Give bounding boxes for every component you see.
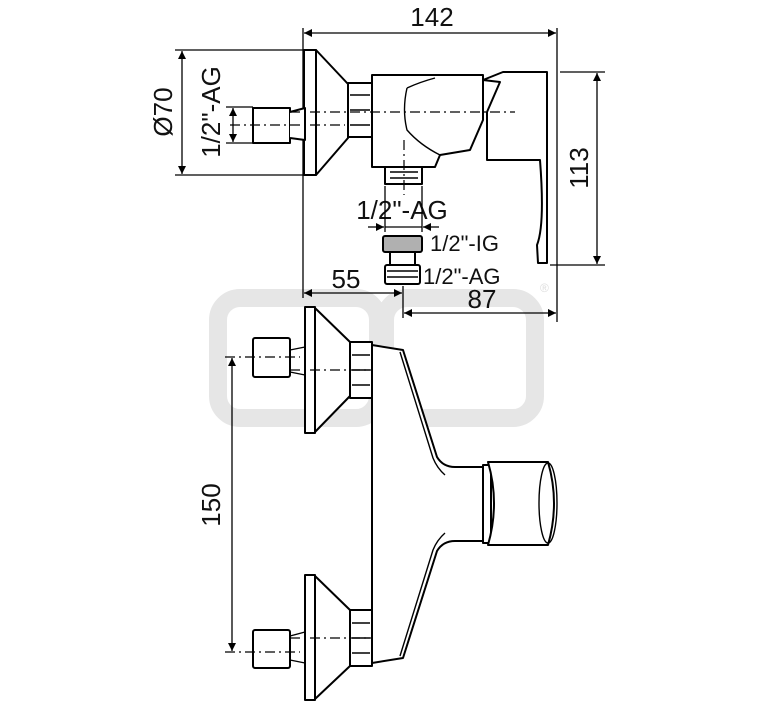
front-view: 150 <box>196 306 558 701</box>
dimension-142-label: 142 <box>410 2 453 32</box>
front-mixer-body <box>371 344 484 664</box>
dimension-55-label: 55 <box>332 264 361 294</box>
dimension-87-label: 87 <box>468 284 497 314</box>
adapter-male <box>384 264 421 285</box>
lever <box>482 71 548 264</box>
inlet-thread-label: 1/2"-AG <box>196 66 226 158</box>
outlet-thread-label: 1/2"-AG <box>356 195 448 225</box>
adapter-ig-label: 1/2"-IG <box>430 231 499 256</box>
adapter-ag-label: 1/2"-AG <box>423 264 501 289</box>
adapter-female <box>382 235 423 253</box>
registered-mark: ® <box>540 281 549 295</box>
dimension-diameter-label: Ø70 <box>148 87 178 136</box>
adapter-neck <box>389 251 416 266</box>
mixer-body <box>371 74 484 168</box>
handle-collar <box>482 464 492 544</box>
handle-knob <box>487 461 555 546</box>
lower-inlet-connector <box>252 629 291 669</box>
dimension-113-label: 113 <box>564 147 594 188</box>
dimension-150-label: 150 <box>196 483 226 526</box>
top-view: 142 Ø70 1/2"-AG 1/2"-AG <box>148 2 605 322</box>
